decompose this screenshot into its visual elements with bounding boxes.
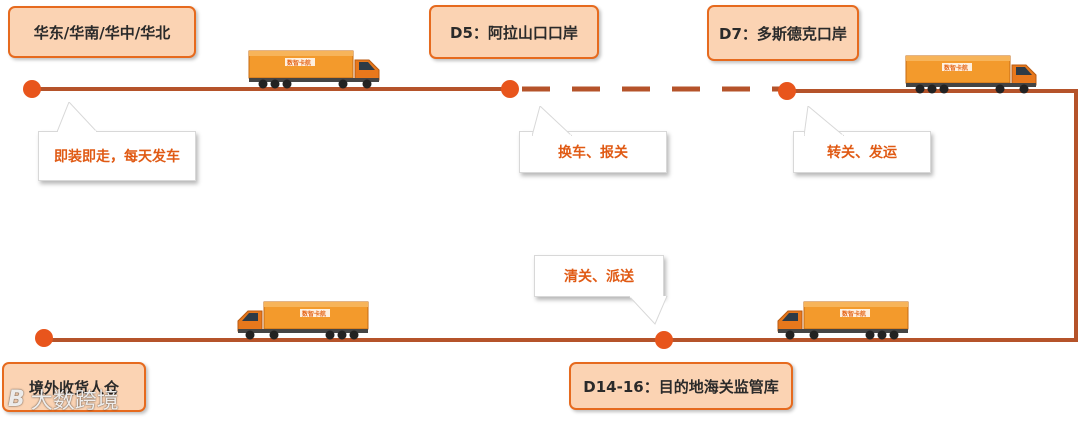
truck-brand-text: 数智卡航 bbox=[287, 59, 311, 67]
station-overseas-warehouse-box: 境外收货人仓 bbox=[2, 362, 146, 412]
station-origin-box: 华东/华南/华中/华北 bbox=[8, 6, 196, 58]
callout-transfer-text: 换车、报关 bbox=[558, 145, 628, 161]
station-d5-label: D5：阿拉山口口岸 bbox=[450, 23, 578, 42]
station-destination-customs-label: D14-16：目的地海关监管库 bbox=[583, 377, 779, 396]
node-overseas-warehouse bbox=[35, 329, 53, 347]
node-d7 bbox=[778, 82, 796, 100]
node-d5 bbox=[501, 80, 519, 98]
station-d5-box: D5：阿拉山口口岸 bbox=[429, 5, 599, 59]
truck-icon: 数智卡航 bbox=[237, 301, 369, 340]
station-overseas-warehouse-label: 境外收货人仓 bbox=[28, 378, 119, 397]
node-destination-customs bbox=[655, 331, 673, 349]
callout-loading-text: 即装即走，每天发车 bbox=[54, 149, 180, 165]
station-destination-customs-box: D14-16：目的地海关监管库 bbox=[569, 362, 793, 410]
callout-transfer: 换车、报关 bbox=[519, 106, 667, 173]
node-origin bbox=[23, 80, 41, 98]
watermark-logo-icon: B bbox=[8, 386, 25, 412]
truck-brand-text: 数智卡航 bbox=[302, 310, 326, 318]
truck-brand-text: 数智卡航 bbox=[842, 310, 866, 318]
station-d7-label: D7：多斯德克口岸 bbox=[719, 24, 847, 43]
truck-icon: 数智卡航 bbox=[777, 301, 909, 340]
watermark: B 大数跨境 bbox=[8, 383, 119, 415]
truck-brand-text: 数智卡航 bbox=[944, 64, 968, 72]
callout-clearance: 清关、派送 bbox=[534, 255, 668, 325]
station-d7-box: D7：多斯德克口岸 bbox=[707, 5, 859, 61]
callout-clearance-text: 清关、派送 bbox=[564, 269, 634, 285]
callout-ship-text: 转关、发运 bbox=[827, 145, 897, 161]
watermark-text: 大数跨境 bbox=[30, 389, 119, 414]
truck-icon: 数智卡航 bbox=[905, 55, 1037, 94]
truck-icon: 数智卡航 bbox=[248, 50, 380, 89]
callout-ship: 转关、发运 bbox=[793, 106, 931, 173]
station-origin-label: 华东/华南/华中/华北 bbox=[33, 23, 171, 42]
callout-loading: 即装即走，每天发车 bbox=[38, 102, 196, 181]
